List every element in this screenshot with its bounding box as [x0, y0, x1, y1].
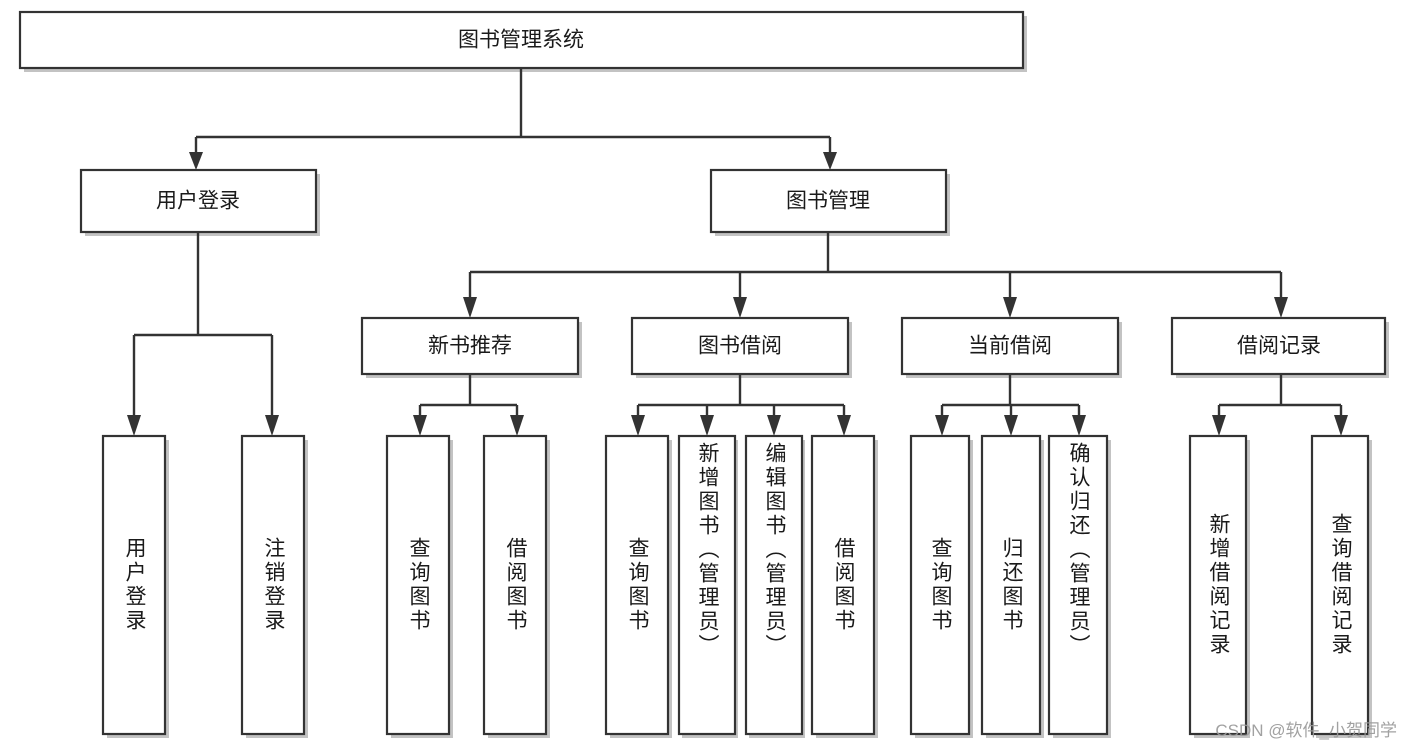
leaf-box-add-book[interactable]	[677, 434, 737, 736]
arrowhead-leaf-query-book-3	[935, 415, 949, 436]
arrowhead-user-login	[189, 152, 203, 170]
arrowhead-book-borrow	[733, 297, 747, 318]
leaf-box-edit-book[interactable]	[744, 434, 804, 736]
arrowhead-leaf-query-book-1	[413, 415, 427, 436]
node-book-borrow[interactable]: 图书借阅	[630, 316, 850, 376]
leaf-box-add-record[interactable]	[1188, 434, 1248, 736]
leaf-box-query-book-2[interactable]	[604, 434, 670, 736]
arrowhead-leaf-borrow-book-2	[837, 415, 851, 436]
arrowhead-leaf-borrow-book-1	[510, 415, 524, 436]
arrowhead-leaf-query-book-2	[631, 415, 645, 436]
arrowhead-leaf-confirm-return	[1072, 415, 1086, 436]
node-new-book-rec-label: 新书推荐	[428, 335, 512, 358]
arrowhead-leaf-edit-book	[767, 415, 781, 436]
leaf-box-query-book-3[interactable]	[909, 434, 971, 736]
node-new-book-rec[interactable]: 新书推荐	[360, 316, 580, 376]
node-book-manage[interactable]: 图书管理	[709, 168, 948, 234]
leaf-box-query-book-1[interactable]	[385, 434, 451, 736]
arrowhead-book-manage	[823, 152, 837, 170]
arrowhead-leaf-query-record	[1334, 415, 1348, 436]
leaf-box-return-book[interactable]	[980, 434, 1042, 736]
leaf-box-layer	[101, 434, 1370, 736]
arrowhead-leaf-add-book	[700, 415, 714, 436]
leaf-box-borrow-book-1[interactable]	[482, 434, 548, 736]
leaf-box-borrow-book-2[interactable]	[810, 434, 876, 736]
node-current-borrow[interactable]: 当前借阅	[900, 316, 1120, 376]
leaf-box-query-record[interactable]	[1310, 434, 1370, 736]
leaf-box-confirm-return[interactable]	[1047, 434, 1109, 736]
node-book-manage-label: 图书管理	[786, 190, 870, 213]
leaf-box-user-login[interactable]	[101, 434, 167, 736]
node-user-login[interactable]: 用户登录	[79, 168, 318, 234]
node-borrow-record-label: 借阅记录	[1237, 335, 1321, 358]
arrowhead-new-book-rec	[463, 297, 477, 318]
node-book-borrow-label: 图书借阅	[698, 335, 782, 358]
node-user-login-label: 用户登录	[156, 190, 240, 213]
node-root[interactable]: 图书管理系统	[18, 10, 1025, 70]
arrowhead-current-borrow	[1003, 297, 1017, 318]
arrowhead-borrow-record	[1274, 297, 1288, 318]
leaf-box-logout[interactable]	[240, 434, 306, 736]
node-borrow-record[interactable]: 借阅记录	[1170, 316, 1387, 376]
arrowhead-leaf-logout	[265, 415, 279, 436]
node-current-borrow-label: 当前借阅	[968, 335, 1052, 358]
connector-layer	[127, 68, 1348, 436]
arrowhead-leaf-return-book	[1004, 415, 1018, 436]
arrowhead-leaf-user-login	[127, 415, 141, 436]
node-root-label: 图书管理系统	[458, 29, 584, 52]
arrowhead-leaf-add-record	[1212, 415, 1226, 436]
